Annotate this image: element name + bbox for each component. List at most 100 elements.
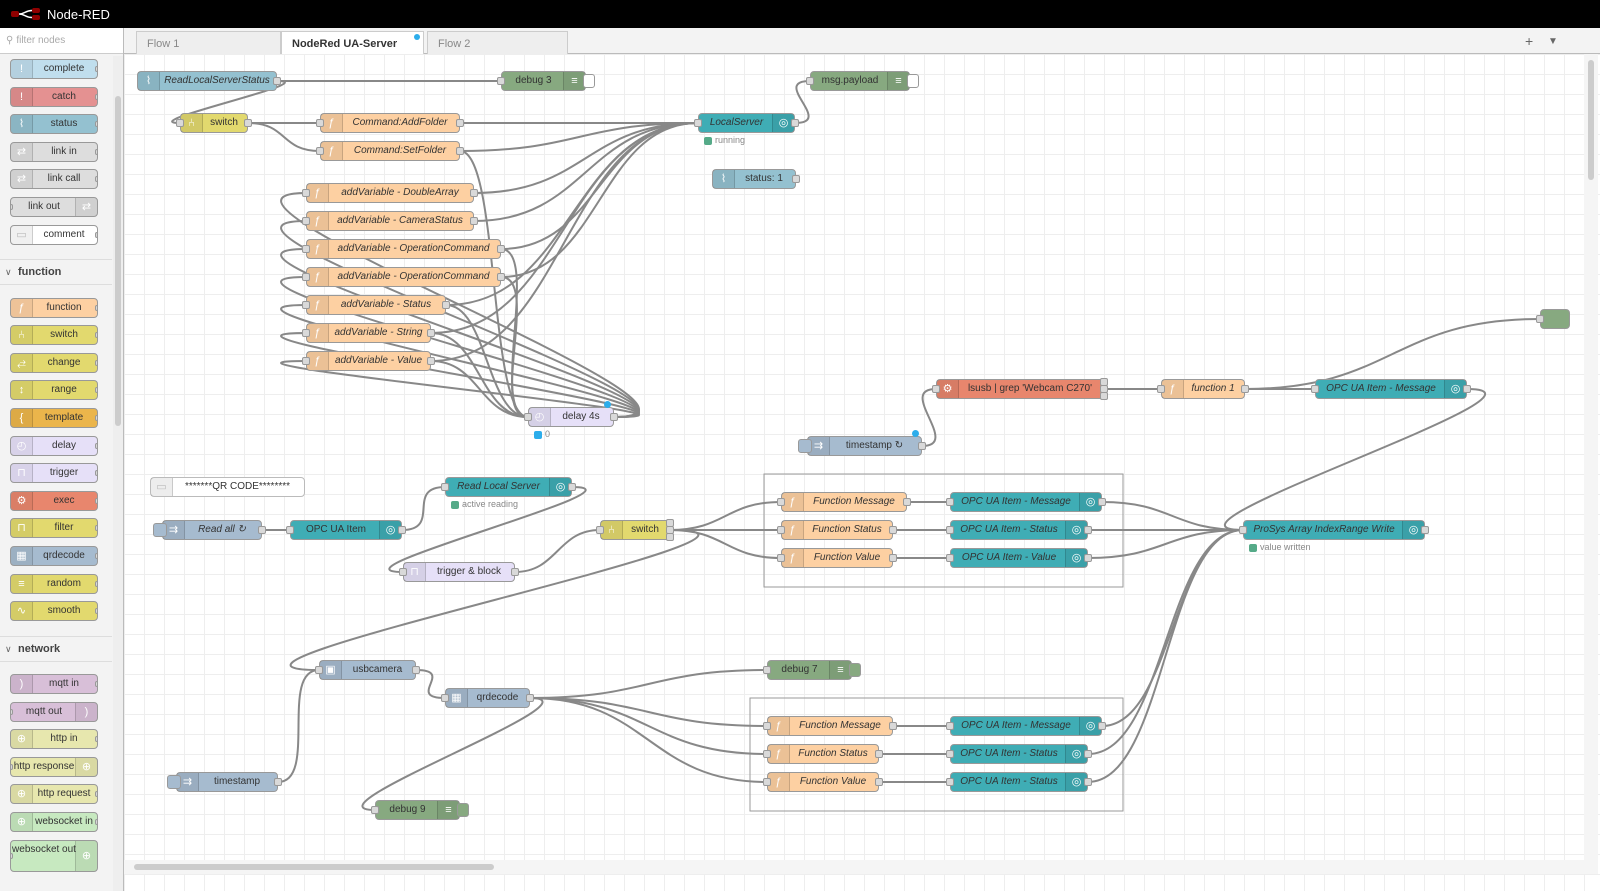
workspace-hscrollbar[interactable] [124, 860, 1584, 874]
palette-node-switch[interactable]: ⑃switch [10, 325, 98, 345]
node-input-port[interactable] [302, 189, 310, 197]
node-output-port[interactable] [95, 581, 97, 587]
node-input-port[interactable] [763, 750, 771, 758]
wire[interactable] [280, 332, 640, 418]
flow-node-n36[interactable]: ≡debug 7 [763, 660, 861, 680]
node-input-port[interactable] [1157, 385, 1165, 393]
debug-toggle-button[interactable] [907, 74, 919, 88]
node-input-port[interactable] [777, 526, 785, 534]
node-input-port[interactable] [441, 694, 449, 702]
node-input-port[interactable] [777, 498, 785, 506]
palette-node-qrdecode[interactable]: ▦qrdecode [10, 546, 98, 566]
palette-node-mqtt-out[interactable]: )mqtt out [10, 702, 98, 722]
node-input-port[interactable] [932, 385, 940, 393]
node-output-port[interactable] [1084, 526, 1092, 534]
node-output-port[interactable] [427, 329, 435, 337]
node-input-port[interactable] [763, 666, 771, 674]
flow-node-n15[interactable]: ⌇status: 1 [712, 169, 800, 189]
node-input-port[interactable] [371, 806, 379, 814]
flow-node-n3[interactable]: ⑃switch [176, 113, 252, 133]
debug-toggle-button[interactable] [457, 803, 469, 817]
node-output-port[interactable] [470, 217, 478, 225]
palette-scrollbar[interactable] [113, 56, 123, 891]
flow-node-n17[interactable]: ⚙lsusb | grep 'Webcam C270' [932, 378, 1108, 400]
tab-flow-2[interactable]: Flow 2 [427, 31, 568, 54]
inject-button[interactable] [167, 775, 181, 789]
node-input-port[interactable] [1311, 385, 1319, 393]
node-input-port[interactable] [286, 526, 294, 534]
node-input-port[interactable] [302, 357, 310, 365]
palette-node-link-in[interactable]: ⇄link in [10, 142, 98, 162]
palette-node-status[interactable]: ⌇status [10, 114, 98, 134]
wire[interactable] [514, 529, 601, 573]
flow-node-n34[interactable]: ▣usbcamera [315, 660, 420, 680]
node-output-port[interactable] [412, 666, 420, 674]
palette-node-smooth[interactable]: ∿smooth [10, 601, 98, 621]
palette-node-catch[interactable]: !catch [10, 87, 98, 107]
node-output-port[interactable] [398, 526, 406, 534]
node-input-port[interactable] [806, 77, 814, 85]
node-output-port[interactable] [95, 66, 97, 72]
node-input-port[interactable] [777, 554, 785, 562]
debug-toggle-button[interactable] [583, 74, 595, 88]
palette-node-template[interactable]: {template [10, 408, 98, 428]
flow-node-n26[interactable]: ⊓trigger & block [399, 562, 519, 582]
node-output-port[interactable] [1100, 392, 1108, 400]
node-output-port[interactable] [95, 232, 97, 238]
flow-node-n30[interactable]: ◎OPC UA Item - Message [946, 492, 1106, 512]
wire[interactable] [1101, 501, 1244, 531]
node-output-port[interactable] [610, 413, 618, 421]
node-output-port[interactable] [95, 470, 97, 476]
node-input-port[interactable] [946, 526, 954, 534]
node-input-port[interactable] [11, 709, 13, 715]
palette-node-link-call[interactable]: ⇄link call [10, 169, 98, 189]
node-output-port[interactable] [526, 694, 534, 702]
wire[interactable] [529, 669, 768, 699]
palette-node-http-response[interactable]: ⊕http response [10, 757, 98, 777]
flow-node-n13[interactable]: ◎LocalServer [694, 113, 799, 133]
flow-node-n19[interactable]: ◎OPC UA Item - Message [1311, 379, 1471, 399]
node-output-port[interactable] [95, 443, 97, 449]
palette-category-network[interactable]: ∨network [0, 636, 112, 662]
node-input-port[interactable] [302, 245, 310, 253]
inject-button[interactable] [153, 523, 167, 537]
node-input-port[interactable] [694, 119, 702, 127]
node-input-port[interactable] [316, 147, 324, 155]
node-input-port[interactable] [946, 554, 954, 562]
node-output-port[interactable] [666, 533, 674, 541]
node-output-port[interactable] [456, 147, 464, 155]
node-output-port[interactable] [244, 119, 252, 127]
palette-node-random[interactable]: ≡random [10, 574, 98, 594]
node-output-port[interactable] [568, 483, 576, 491]
flow-node-n1[interactable]: ⌇ReadLocalServerStatus [137, 71, 281, 91]
palette-node-range[interactable]: ↕range [10, 380, 98, 400]
wire[interactable] [401, 486, 446, 531]
node-output-port[interactable] [1084, 554, 1092, 562]
flow-node-n20[interactable]: ⇉timestamp ↻ [798, 430, 926, 456]
node-output-port[interactable] [470, 189, 478, 197]
node-input-port[interactable] [302, 273, 310, 281]
palette-node-http-in[interactable]: ⊕http in [10, 729, 98, 749]
flow-node-n43[interactable]: ⇉timestamp [167, 772, 282, 792]
node-input-port[interactable] [524, 413, 532, 421]
node-output-port[interactable] [95, 387, 97, 393]
wire[interactable] [500, 248, 529, 418]
node-output-port[interactable] [511, 568, 519, 576]
node-output-port[interactable] [889, 554, 897, 562]
wire[interactable] [529, 697, 768, 755]
node-output-port[interactable] [273, 77, 281, 85]
node-input-port[interactable] [946, 722, 954, 730]
node-output-port[interactable] [875, 750, 883, 758]
node-input-port[interactable] [11, 853, 13, 859]
flow-node-n16[interactable]: ◴delay 4s [524, 401, 618, 427]
wire[interactable] [280, 248, 640, 418]
flow-node-n40[interactable]: ◎OPC UA Item - Message [946, 716, 1106, 736]
node-output-port[interactable] [875, 778, 883, 786]
node-input-port[interactable] [302, 329, 310, 337]
